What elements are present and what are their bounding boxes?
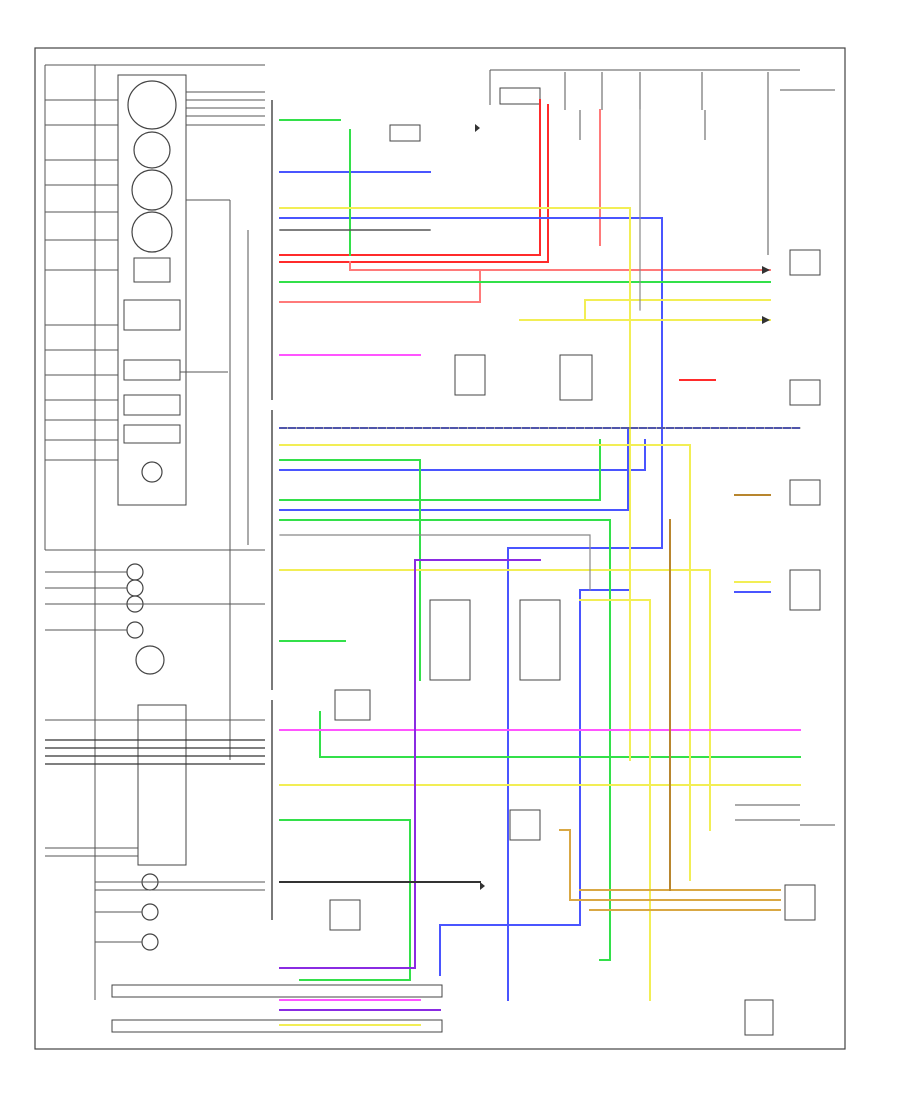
fuse-panel	[489, 69, 835, 255]
switch-box-1	[454, 354, 486, 396]
odometer-display	[133, 257, 171, 283]
control-module	[137, 704, 187, 866]
wire-purple-1	[279, 559, 541, 969]
clock-module	[123, 394, 181, 416]
bottom-right-switch	[744, 999, 774, 1036]
tachometer-gauge	[127, 80, 177, 130]
temp-gauge	[131, 211, 173, 253]
wire-green-4	[279, 459, 421, 681]
wire-yellow-8	[579, 599, 651, 1001]
lamp-2	[126, 579, 144, 597]
wire-blue-6	[439, 589, 631, 976]
lamp-1	[126, 563, 144, 581]
sensor-top-right	[789, 249, 821, 276]
wires	[279, 99, 801, 1026]
wire-pink-2	[349, 261, 771, 271]
instrument-cluster	[44, 64, 265, 1000]
components	[329, 124, 835, 1036]
wire-yellow-1	[279, 207, 631, 761]
speedometer-gauge	[131, 169, 173, 211]
switch-box-2	[559, 354, 593, 401]
arrow-markers	[475, 124, 770, 890]
wire-blue-2	[279, 217, 663, 1001]
cluster-pin-lines	[45, 99, 118, 461]
sensor-right-4	[784, 884, 816, 921]
wire-yellow-2	[279, 444, 691, 881]
lower-left-lamps	[45, 563, 443, 1033]
wire-blue-4	[279, 439, 646, 471]
cluster-right-lines	[180, 91, 265, 373]
relay-1	[389, 124, 421, 142]
wire-tan-1	[559, 829, 781, 901]
sensor-right-2	[789, 479, 821, 506]
fuse-circle-3	[141, 933, 159, 951]
wire-yellow-3	[279, 569, 711, 831]
warning-module	[123, 299, 181, 331]
wire-pink-3	[279, 269, 481, 303]
sensor-right-3	[789, 569, 821, 611]
sensor-box-1	[429, 599, 471, 681]
bottom-strip-1	[111, 984, 443, 998]
bottom-switch	[329, 899, 361, 931]
sensor-right-1	[789, 379, 821, 406]
wire-red-2	[279, 99, 541, 256]
wire-green-7	[319, 711, 801, 758]
wire-green-8	[279, 819, 411, 981]
wire-yellow-5	[584, 299, 771, 321]
fuel-gauge	[133, 131, 171, 169]
sensor-box-2	[519, 599, 561, 681]
bottom-strip-2	[111, 1019, 443, 1033]
wire-blue-3	[279, 429, 629, 511]
wire-red-1	[279, 104, 549, 263]
lamp-switch	[334, 689, 371, 721]
relay-2	[509, 809, 541, 841]
lamp-4	[126, 621, 144, 639]
wire-gray-1	[279, 534, 591, 591]
diagram-border	[34, 47, 846, 1050]
fuse-circle-2	[141, 903, 159, 921]
wire-green-5	[279, 439, 601, 501]
ignition-switch	[499, 87, 541, 105]
lamp-5	[135, 645, 165, 675]
wire-green-6	[279, 519, 611, 961]
bulb-indicator	[141, 461, 163, 483]
voltage-module	[123, 424, 181, 444]
indicator-module	[123, 359, 181, 381]
